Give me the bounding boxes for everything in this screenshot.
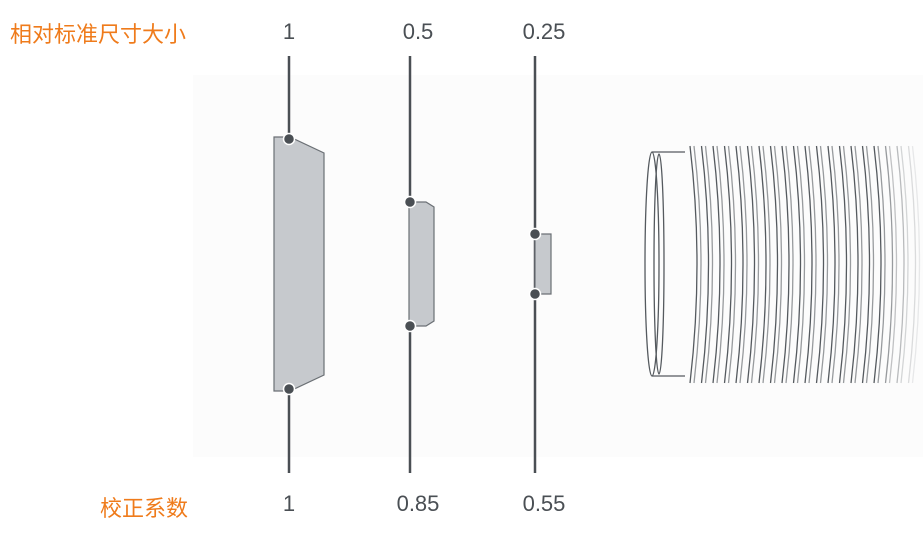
hose-rib (900, 145, 909, 384)
hose-rib (873, 145, 882, 384)
size-value-1: 1 (282, 19, 296, 44)
hose-rib (842, 145, 852, 384)
hose-rib (693, 145, 702, 384)
hose-rib (907, 145, 917, 384)
correction-value-3: 0.55 (522, 491, 566, 516)
hose-rib (831, 145, 840, 384)
hose-rib (689, 145, 698, 384)
hose-rib (838, 145, 848, 384)
hose-rib (762, 145, 771, 384)
hose-rib (819, 145, 829, 384)
marker-dot (282, 132, 296, 146)
hose-rib (712, 145, 721, 384)
size-shape-medium (408, 201, 435, 327)
hose-rib (773, 145, 783, 384)
hose-rib (704, 145, 714, 384)
relative-size-label: 相对标准尺寸大小 (10, 22, 187, 47)
marker-dot (282, 382, 296, 396)
hose-rib (796, 145, 806, 384)
correction-factor-label: 校正系数 (100, 496, 189, 521)
marker-dot (403, 319, 417, 333)
size-shape-large (273, 136, 325, 392)
hose-rib (865, 145, 875, 384)
hose-rib (727, 145, 737, 384)
hose-rib (781, 145, 790, 384)
hose-rib (911, 145, 921, 384)
size-shape-small (534, 233, 552, 295)
marker-dot (403, 195, 417, 209)
hose-rib (884, 145, 894, 384)
hose-rib (750, 145, 760, 384)
hose-rib (808, 145, 817, 384)
hose-rib (792, 145, 802, 384)
hose-rib (746, 145, 756, 384)
hose-rib (827, 145, 836, 384)
correction-value-2: 0.85 (396, 491, 440, 516)
hose-rib (758, 145, 767, 384)
marker-dot (528, 287, 542, 301)
size-value-3: 0.25 (522, 19, 566, 44)
hose-rib (804, 145, 813, 384)
hose-rib (861, 145, 871, 384)
hose-rib (735, 145, 744, 384)
hose-rib (739, 145, 748, 384)
correction-value-1: 1 (282, 491, 296, 516)
hose-rib (896, 145, 905, 384)
hose-rib (815, 145, 825, 384)
marker-dot (528, 227, 542, 241)
hose-rib (716, 145, 725, 384)
flexible-hose-illustration (644, 145, 921, 384)
hose-rib (700, 145, 710, 384)
hose-rib (850, 145, 859, 384)
hose-rib (723, 145, 733, 384)
hose-rib (877, 145, 886, 384)
hose-rib (854, 145, 863, 384)
hose-rib (888, 145, 898, 384)
hose-rib (785, 145, 794, 384)
size-value-2: 0.5 (402, 19, 434, 44)
hose-rib (769, 145, 779, 384)
